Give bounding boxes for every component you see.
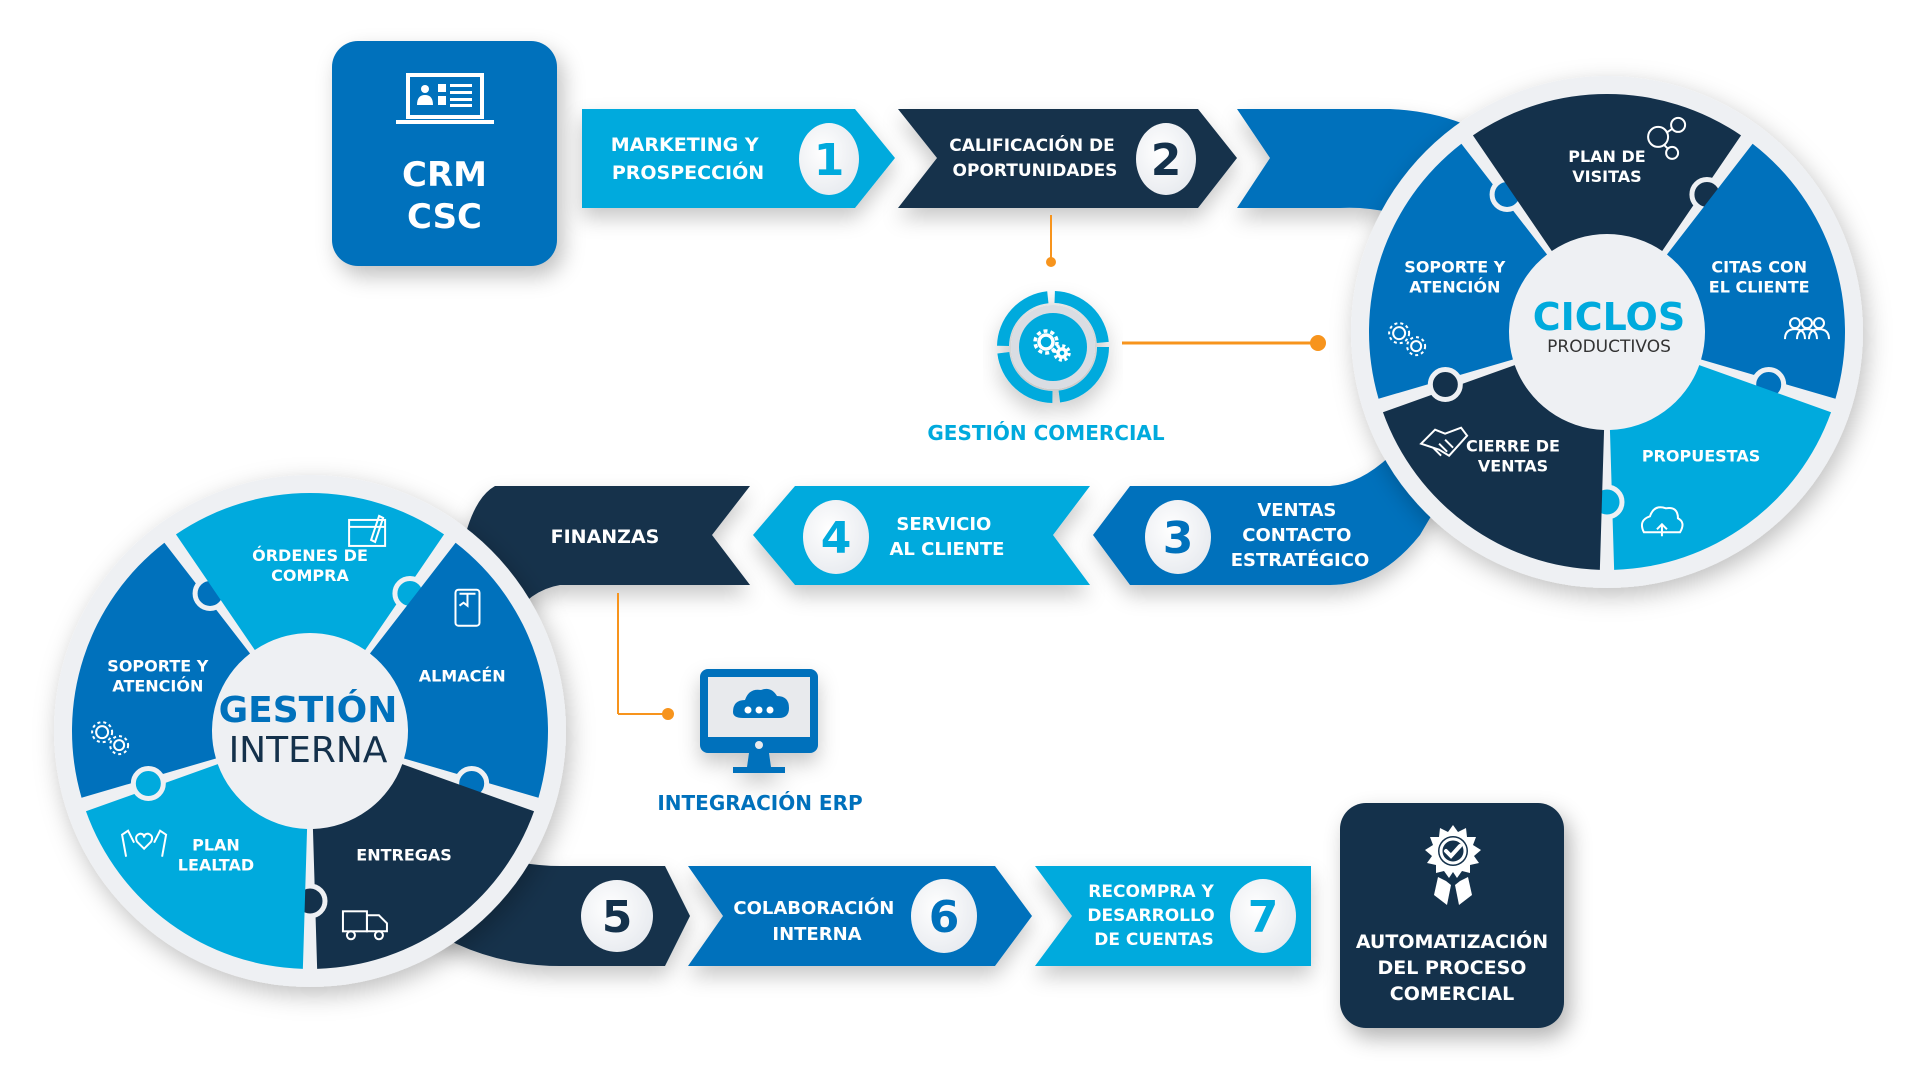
step-2-number: 2 [1151, 135, 1182, 186]
interna-segment-3-shape [369, 542, 548, 798]
ciclos-subtitle: PRODUCTIVOS [1547, 337, 1671, 357]
crm-csc-box[interactable]: CRM CSC [332, 41, 557, 266]
interna-segment-4-shape [312, 764, 535, 969]
automatizacion-line-3: COMERCIAL [1389, 983, 1515, 1005]
cloud-upload-icon [1640, 506, 1684, 537]
cloud-monitor-icon[interactable] [700, 669, 818, 773]
step-7-number-badge: 7 [1230, 879, 1296, 953]
award-check-icon [1425, 825, 1481, 905]
step-1-number-badge: 1 [799, 123, 859, 195]
step-1-number: 1 [814, 135, 845, 186]
gears-icon [1388, 322, 1427, 357]
gears-icon [91, 721, 130, 756]
automatizacion-line-1: AUTOMATIZACIÓN [1355, 931, 1549, 953]
interna-segment-2-shape [175, 493, 445, 651]
interna-segment-3-label: ALMACÉN [419, 667, 506, 686]
step-2-label: CALIFICACIÓN DE OPORTUNIDADES [949, 134, 1120, 181]
gestion-comercial-label: GESTIÓN COMERCIAL [927, 421, 1165, 445]
finanzas-band [460, 486, 750, 620]
connector-integracion-erp [617, 593, 674, 720]
finanzas-label: FINANZAS [551, 526, 660, 548]
group-icon [1783, 317, 1830, 340]
step-3[interactable] [1093, 486, 1103, 487]
automatizacion-label: AUTOMATIZACIÓN DEL PROCESO COMERCIAL [1340, 929, 1564, 1007]
ciclos-segment-5-knob [1427, 367, 1463, 403]
truck-icon [341, 910, 388, 941]
step-5-number: 5 [602, 892, 633, 943]
step-4-label: SERVICIO AL CLIENTE [890, 514, 1005, 560]
step-4-number-badge: 4 [803, 500, 869, 574]
ciclos-segment-4-label: PROPUESTAS [1642, 446, 1760, 465]
ciclos-segment-2-shape [1472, 93, 1742, 252]
step-6-number-badge: 6 [911, 879, 977, 953]
gears-icon [1033, 329, 1071, 362]
interna-segment-3[interactable]: ALMACÉN [369, 542, 548, 802]
ciclos-segment-4-shape [1609, 365, 1832, 570]
interna-segment-4-label: ENTREGAS [356, 845, 452, 864]
integracion-erp-label: INTEGRACIÓN ERP [657, 791, 862, 815]
step-3-label: VENTAS CONTACTO ESTRATÉGICO [1231, 500, 1370, 571]
step-5[interactable]: 5 [581, 880, 653, 952]
interna-segment-5-knob [130, 766, 166, 802]
step-7-label: RECOMPRA Y DESARROLLO DE CUENTAS [1087, 882, 1220, 950]
crm-title: CRM [402, 155, 487, 195]
step-4-number: 4 [821, 513, 852, 564]
step-7-number: 7 [1248, 892, 1279, 943]
interna-subtitle: INTERNA [229, 730, 388, 771]
ciclos-segment-5-shape [1382, 365, 1605, 570]
interna-segment-5-shape [85, 764, 308, 969]
automatizacion-line-2: DEL PROCESO [1377, 957, 1527, 979]
step-3-number: 3 [1163, 513, 1194, 564]
step-5-number-badge: 5 [581, 880, 653, 952]
ciclos-title: CICLOS [1533, 295, 1685, 339]
step-3-number-badge: 3 [1145, 500, 1211, 574]
inventory-book-icon [454, 588, 481, 627]
step-2-number-badge: 2 [1136, 123, 1196, 195]
laptop-contacts-icon [396, 73, 494, 124]
interna-title: GESTIÓN [219, 689, 398, 731]
csc-title: CSC [406, 197, 483, 237]
step-6-number: 6 [929, 892, 960, 943]
automatizacion-box[interactable]: AUTOMATIZACIÓN DEL PROCESO COMERCIAL [1340, 803, 1564, 1028]
order-form-icon [348, 514, 387, 547]
connector-gestion-comercial [1046, 215, 1326, 351]
network-people-icon [1647, 116, 1687, 160]
handshake-icon [1419, 426, 1469, 457]
ciclos-segment-3-shape [1666, 143, 1845, 399]
step-6-label: COLABORACIÓN INTERNA [733, 897, 900, 945]
step-1-label: MARKETING Y PROSPECCIÓN [611, 134, 765, 184]
